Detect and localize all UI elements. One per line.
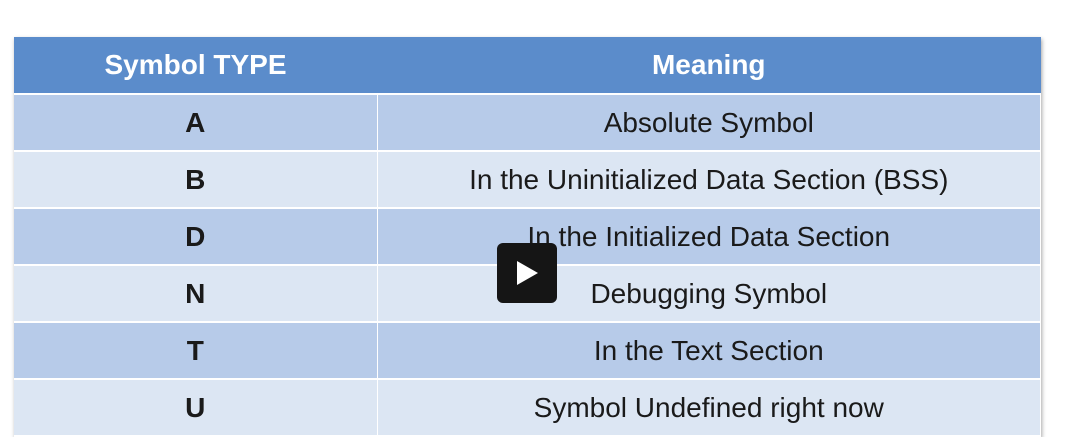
meaning-cell: Debugging Symbol [377,265,1041,323]
symbol-type-table: Symbol TYPE Meaning A Absolute Symbol B … [14,37,1041,437]
symbol-type-cell: U [14,379,378,437]
table-row: D In the Initialized Data Section [14,208,1041,266]
meaning-cell: Symbol Undefined right now [377,379,1041,437]
play-button[interactable] [497,243,557,303]
table-row: B In the Uninitialized Data Section (BSS… [14,151,1041,209]
header-symbol-type: Symbol TYPE [14,37,377,95]
table-row: U Symbol Undefined right now [14,379,1041,437]
table-row: T In the Text Section [14,322,1041,380]
table-header-row: Symbol TYPE Meaning [14,37,1041,95]
meaning-cell: Absolute Symbol [377,94,1041,152]
symbol-type-cell: B [14,151,378,209]
table-row: N Debugging Symbol [14,265,1041,323]
symbol-type-cell: D [14,208,378,266]
meaning-cell: In the Initialized Data Section [377,208,1041,266]
table-row: A Absolute Symbol [14,94,1041,152]
meaning-cell: In the Text Section [377,322,1041,380]
play-icon [517,261,538,285]
meaning-cell: In the Uninitialized Data Section (BSS) [377,151,1041,209]
symbol-type-cell: T [14,322,378,380]
symbol-type-cell: N [14,265,378,323]
header-meaning: Meaning [377,37,1041,95]
symbol-type-cell: A [14,94,378,152]
